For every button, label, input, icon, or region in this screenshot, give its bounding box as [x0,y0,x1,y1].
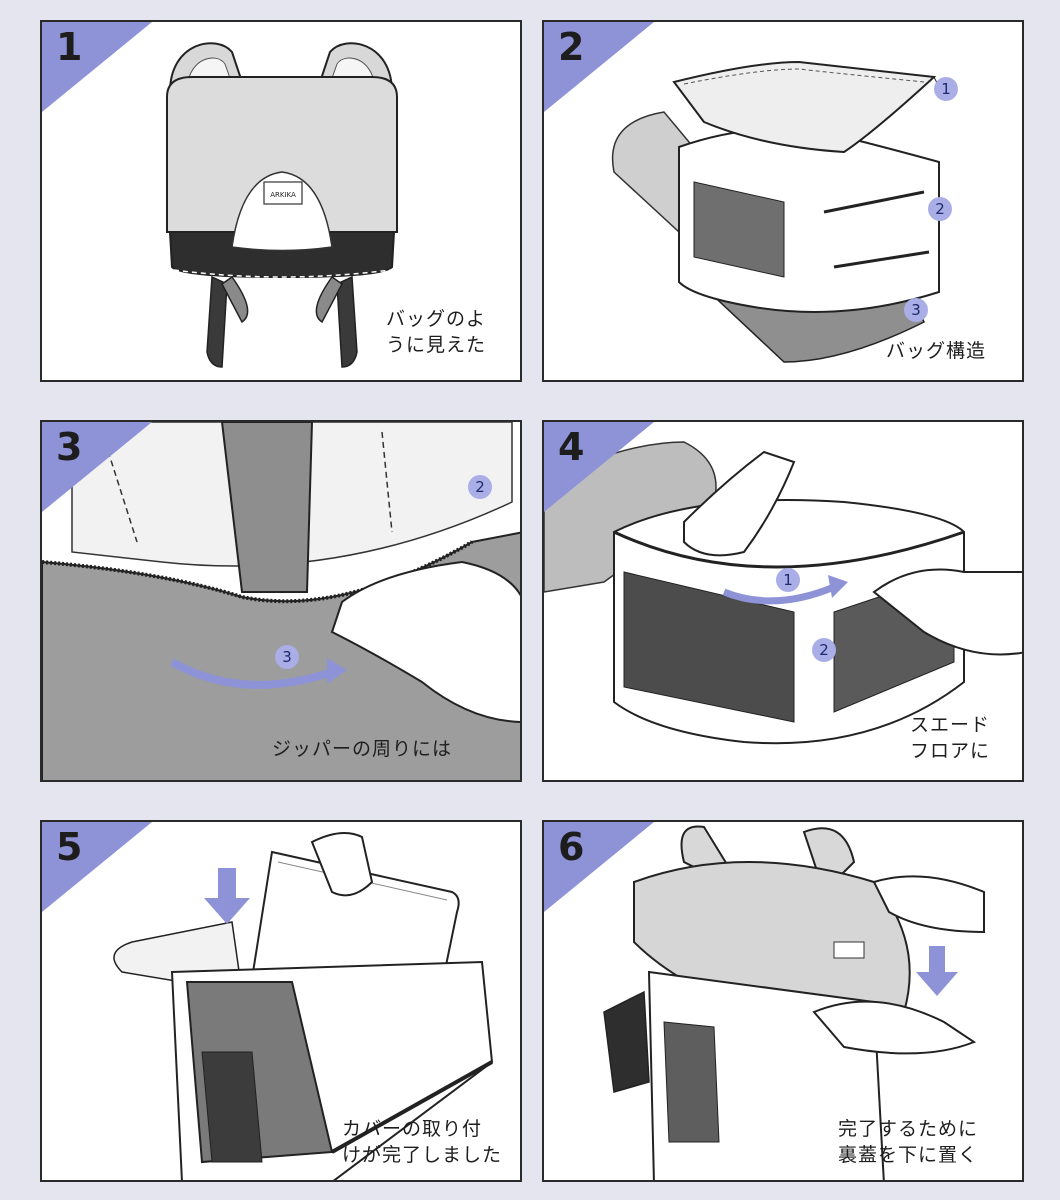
step-caption: 完了するために 裏蓋を下に置く [838,1118,979,1166]
corner-tab [42,422,152,512]
step-caption: カバーの取り付 けが完了しました [342,1118,503,1166]
svg-text:2: 2 [475,478,485,496]
step-number: 3 [56,425,83,469]
brand-label: ARKIKA [270,191,296,199]
backpack-front-illustration: ARKIKA [166,42,398,368]
step-3-panel: 2 3 3 ジッパーの周りには [40,420,522,782]
marker-badge [776,568,800,592]
back-lid-illustration [603,825,985,1180]
step-6-panel: 6 完了するために 裏蓋を下に置く [542,820,1024,1182]
marker-badge [934,77,958,101]
step-4-panel: 1 2 4 スエード フロアに [542,420,1024,782]
corner-tab [42,22,152,112]
marker-badge [928,197,952,221]
step-number: 2 [558,25,585,69]
step-number: 1 [56,25,83,69]
corner-tab [544,422,654,512]
corner-tab [42,822,152,912]
svg-text:3: 3 [911,301,921,319]
svg-text:1: 1 [941,80,951,98]
marker-badge [904,298,928,322]
step-number: 4 [558,425,585,469]
step-caption: スエード フロアに [910,714,991,762]
svg-text:2: 2 [819,641,829,659]
marker-badge [812,638,836,662]
step-caption: バッグのよ うに見えた [386,308,487,356]
svg-text:2: 2 [935,200,945,218]
step-caption: バッグ構造 [886,340,987,362]
svg-text:1: 1 [783,571,793,589]
step-number: 5 [56,825,83,869]
corner-tab [544,822,654,912]
cover-attach-illustration [113,832,494,1180]
marker-badge [275,645,299,669]
bag-structure-illustration: 1 2 3 [611,60,958,363]
corner-tab [544,22,654,112]
step-caption: ジッパーの周りには [272,738,453,760]
zipper-illustration: 2 3 [42,422,520,780]
suede-floor-illustration: 1 2 [544,441,1022,745]
svg-text:3: 3 [282,648,292,666]
step-number: 6 [558,825,585,869]
step-2-panel: 2 1 2 3 バッグ構造 [542,20,1024,382]
step-5-panel: 5 カバーの取り付 けが完了しました [40,820,522,1182]
marker-badge [468,475,492,499]
step-1-panel: 1 ARKIKA バッグのよ うに見えた [40,20,522,382]
